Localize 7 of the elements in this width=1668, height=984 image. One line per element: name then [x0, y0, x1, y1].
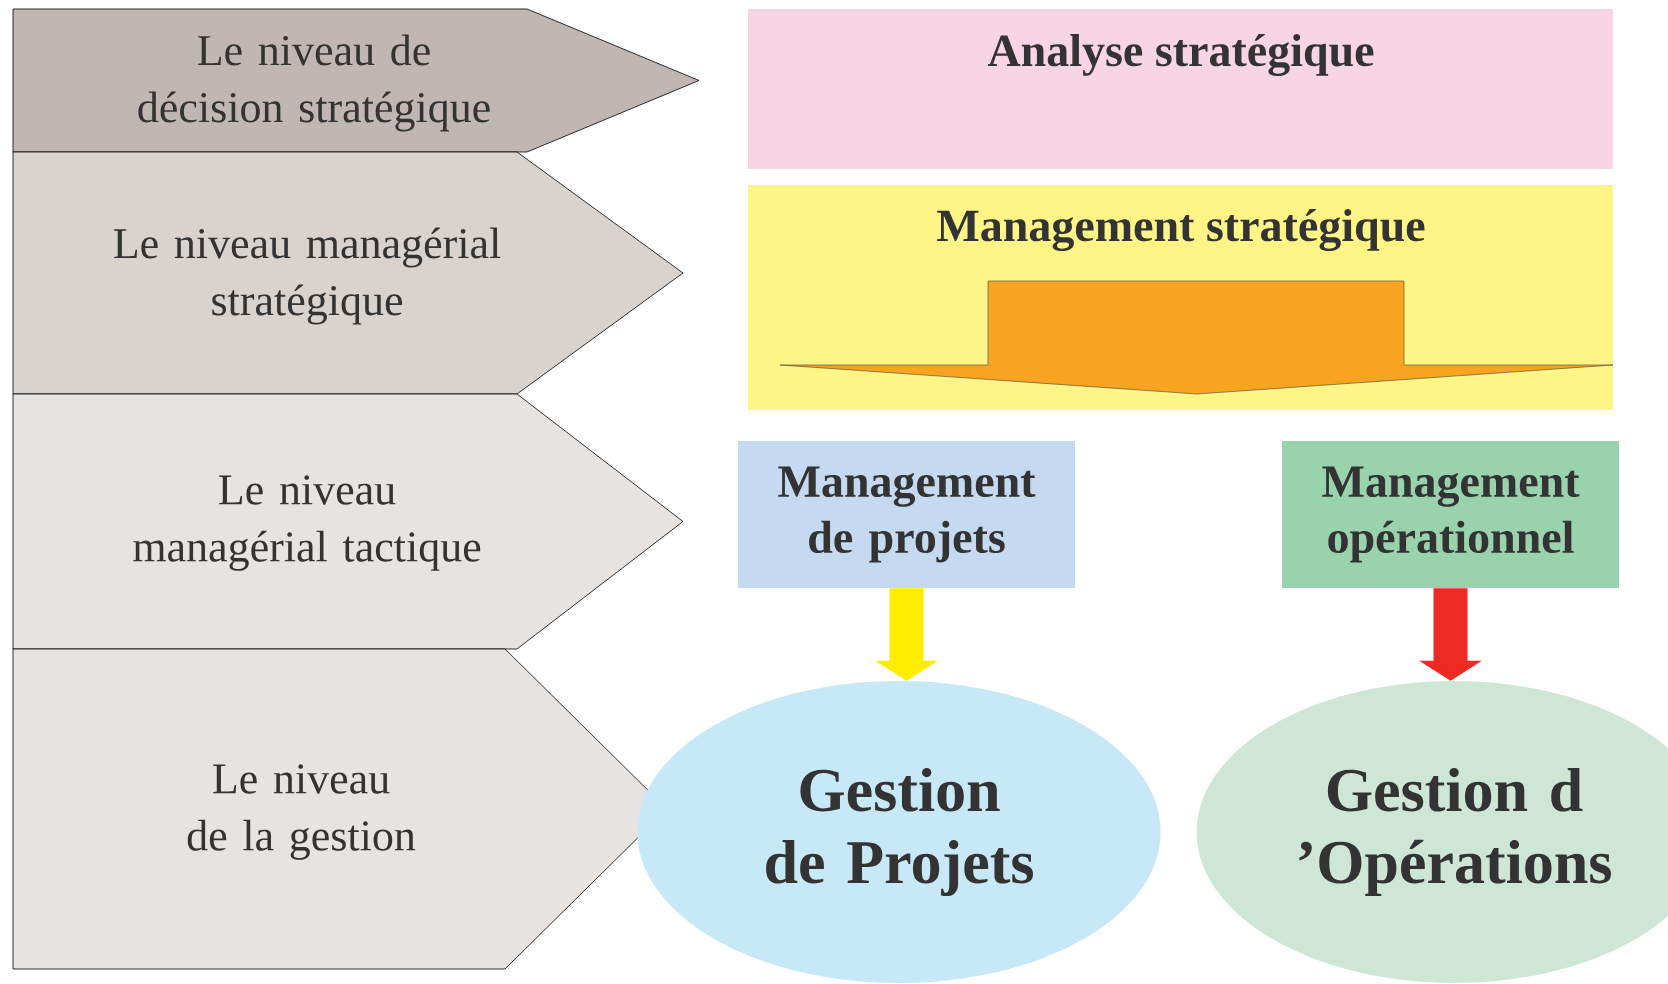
level-band: Le niveau managérial tactique	[12, 393, 684, 650]
level-band: Le niveau de décision stratégique	[12, 8, 700, 153]
process-box: Management de projets	[738, 441, 1075, 588]
process-box: Management opérationnel	[1282, 441, 1619, 588]
level-band: Le niveau de la gestion	[12, 648, 668, 970]
process-box: Analyse stratégique	[748, 9, 1613, 169]
level-band: Le niveau managérial stratégique	[12, 151, 684, 395]
